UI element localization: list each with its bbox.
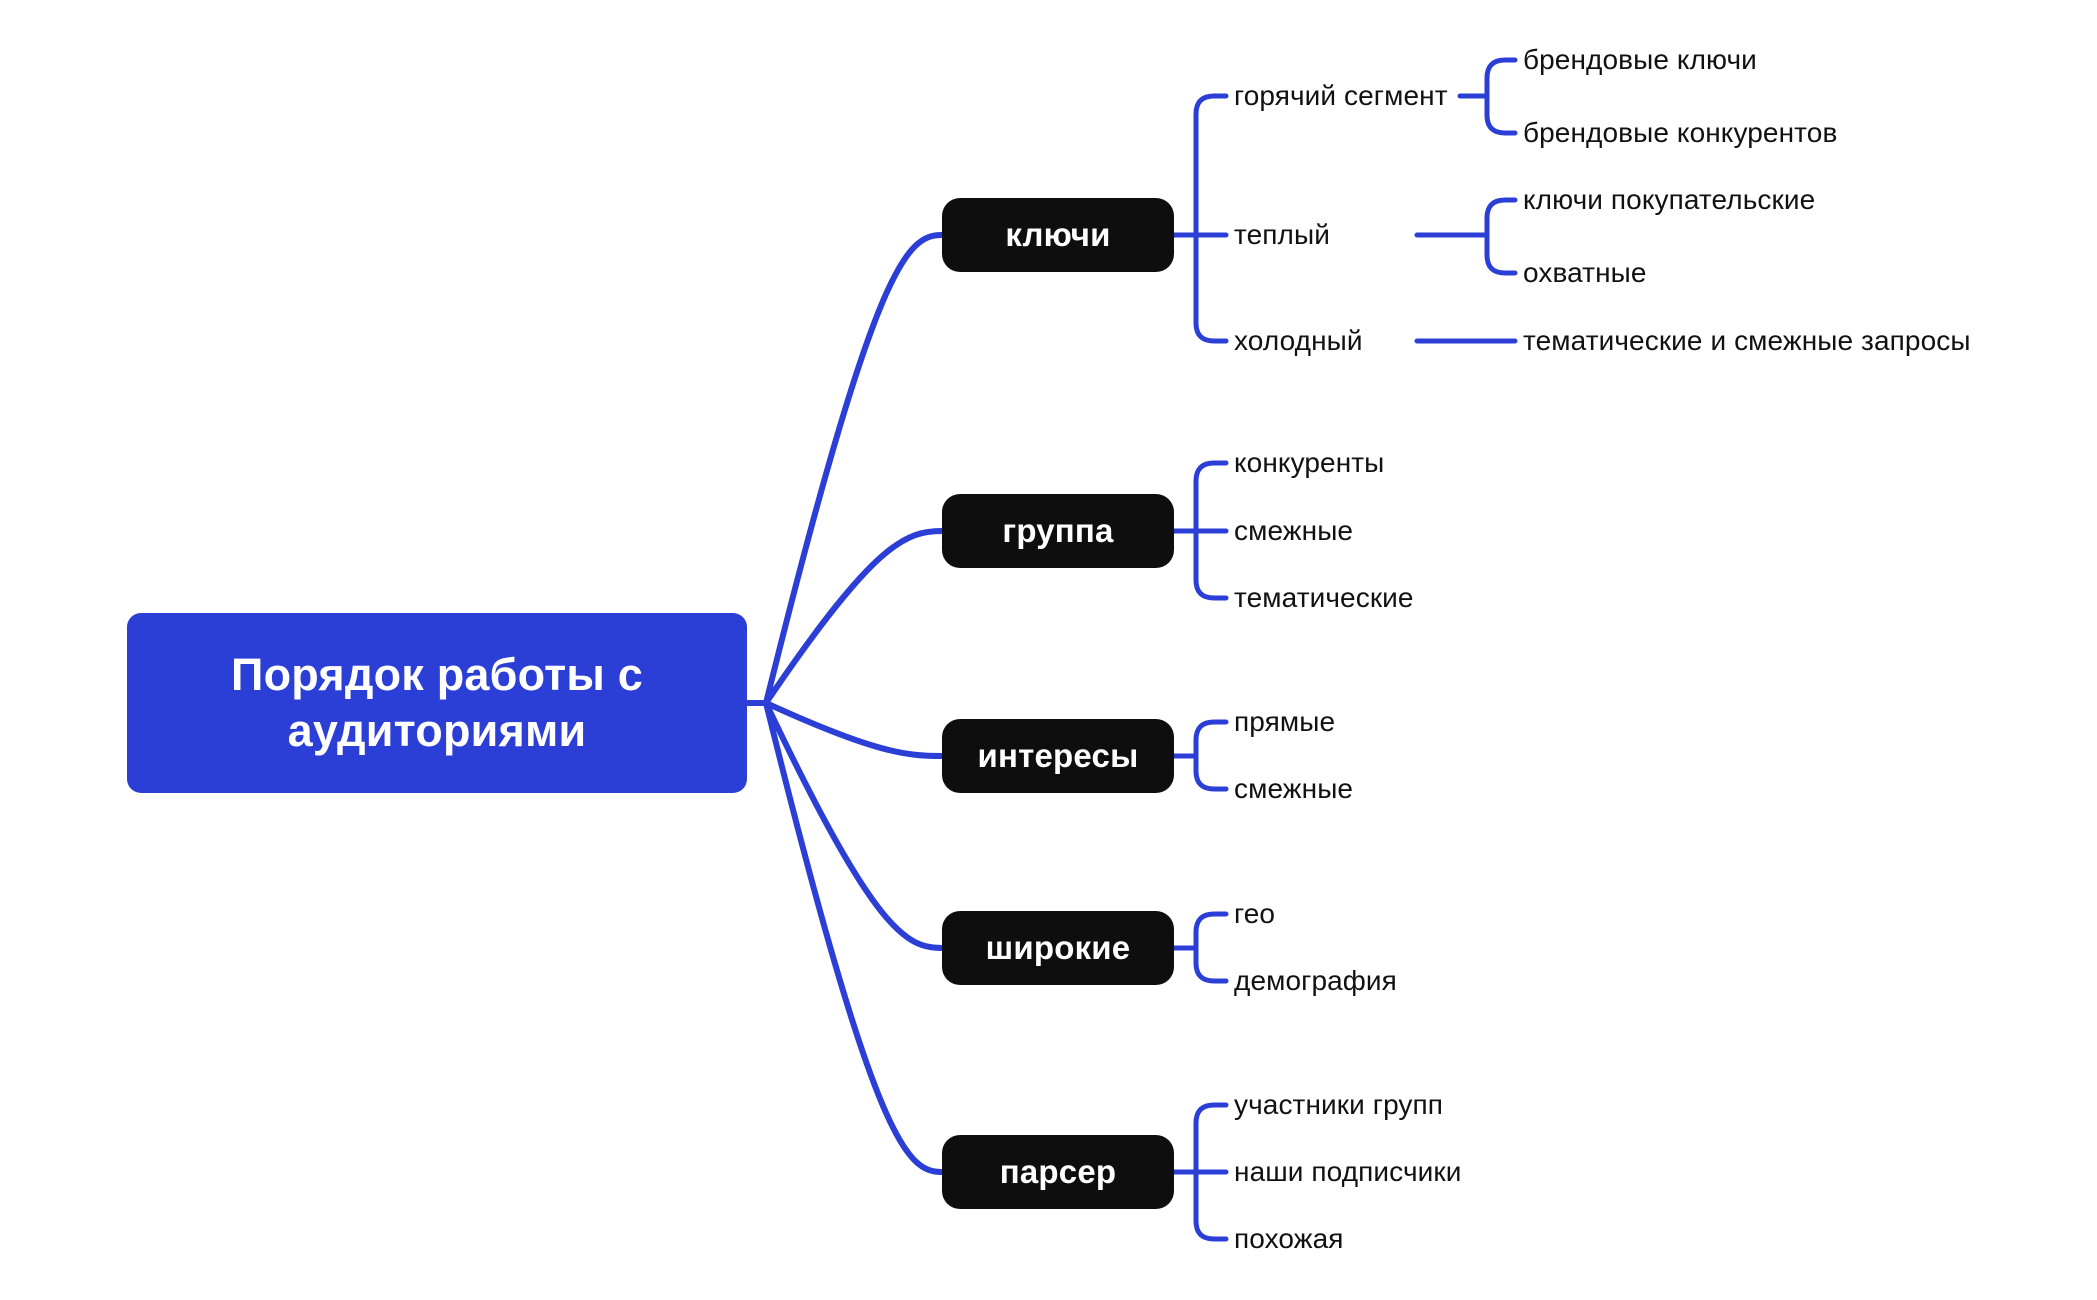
leaf-label: горячий сегмент [1234, 80, 1448, 111]
branch-node-4[interactable]: парсер [942, 1135, 1174, 1209]
branch-node-3[interactable]: широкие [942, 911, 1174, 985]
sub-leaf-label: брендовые конкурентов [1523, 117, 1838, 148]
sub-leaf-label: тематические и смежные запросы [1523, 325, 1971, 356]
root-label-line1: Порядок работы с [231, 648, 643, 700]
sub-leaf-label: брендовые ключи [1523, 44, 1757, 75]
branch-node-label: интересы [977, 737, 1139, 774]
sub-leaf-label: охватные [1523, 257, 1647, 288]
branch-node-0[interactable]: ключи [942, 198, 1174, 272]
leaf-label: тематические [1234, 582, 1414, 613]
leaf-label: холодный [1234, 325, 1363, 356]
leaf-label: смежные [1234, 773, 1354, 804]
leaf-label: теплый [1234, 219, 1330, 250]
leaf-label: похожая [1234, 1223, 1344, 1254]
root-label-line2: аудиториями [287, 705, 587, 756]
root-node[interactable]: Порядок работы с аудиториями [127, 613, 747, 793]
leaf-label: наши подписчики [1234, 1156, 1462, 1187]
leaf-label: конкуренты [1234, 447, 1385, 478]
leaf-label: прямые [1234, 706, 1336, 737]
leaf-label: смежные [1234, 515, 1354, 546]
sub-leaf-label: ключи покупательские [1523, 184, 1816, 215]
leaf-label: участники групп [1234, 1089, 1444, 1120]
leaf-label: демография [1234, 965, 1397, 996]
branch-node-1[interactable]: группа [942, 494, 1174, 568]
branch-node-label: парсер [999, 1153, 1117, 1190]
branch-node-label: группа [1002, 512, 1114, 549]
branch-node-label: ключи [1005, 216, 1111, 253]
leaf-label: гео [1234, 898, 1276, 929]
branch-node-label: широкие [985, 929, 1131, 966]
root-node-label: Порядок работы с аудиториями [231, 647, 643, 760]
branch-node-2[interactable]: интересы [942, 719, 1174, 793]
